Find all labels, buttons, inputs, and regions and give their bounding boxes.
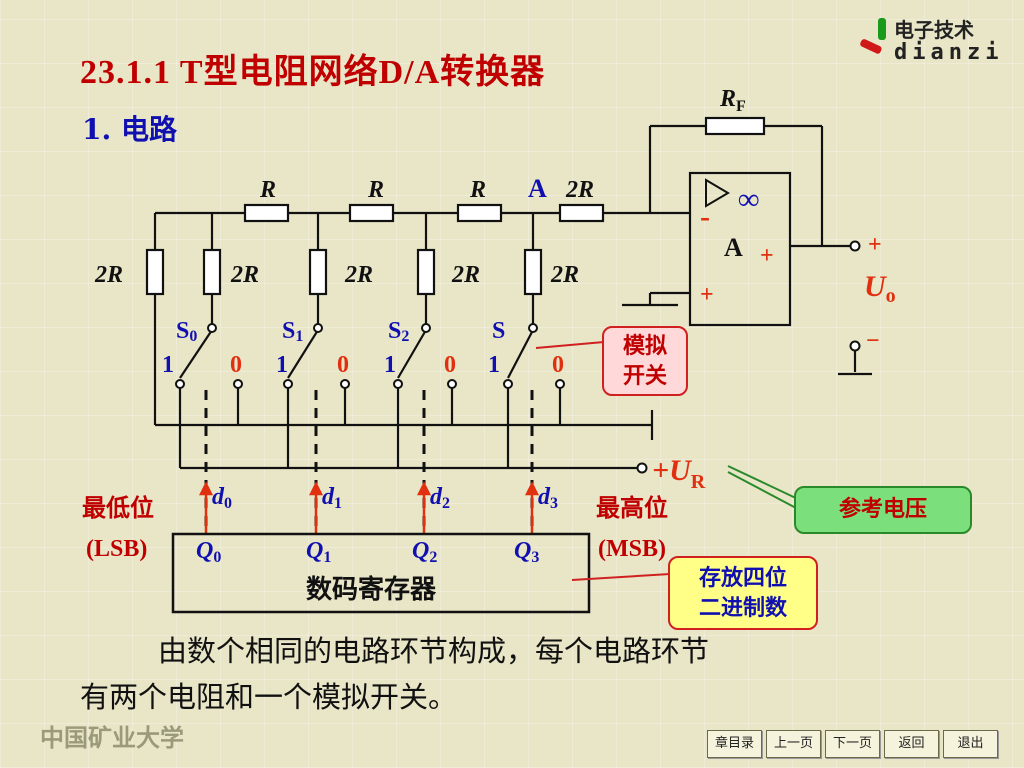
msb-cn: 最高位 [596, 494, 668, 522]
opamp-plus-in: + [700, 282, 714, 308]
uo-label: Uo [864, 270, 896, 307]
d-label-2: d2 [430, 484, 450, 512]
switch-2-zero: 0 [444, 352, 456, 378]
register-label: 数码寄存器 [306, 574, 437, 605]
switch-1-one: 1 [276, 352, 288, 378]
d-arrows [198, 481, 540, 534]
2r-label-end: 2R [94, 262, 123, 288]
register-box [171, 532, 591, 614]
switch-0-zero: 0 [230, 352, 242, 378]
lsb-cn: 最低位 [82, 494, 154, 522]
resistor-r3 [456, 203, 503, 223]
resistor-2r-3 [523, 248, 543, 296]
infinity-symbol: ∞ [738, 183, 759, 216]
switch-2-one: 1 [384, 352, 396, 378]
opamp-label: A [724, 233, 743, 262]
node-a-label: A [528, 174, 547, 203]
resistor-2r-1 [308, 248, 328, 296]
pen-logo-icon [860, 18, 886, 54]
q-label-1: Q1 [306, 538, 331, 566]
callout-switch-line2: 开关 [622, 364, 667, 389]
callout-leaders [535, 341, 801, 581]
logo-cn: 电子技术 [894, 18, 974, 42]
switch-3-zero: 0 [552, 352, 564, 378]
d-label-0: d0 [212, 484, 232, 512]
resistor-2r-end [145, 248, 165, 296]
switch-label-1: S1 [282, 318, 303, 345]
circuit-wires [153, 124, 872, 470]
msb-en: (MSB) [598, 536, 666, 562]
nav-prev-button[interactable]: 上一页 [766, 730, 821, 758]
resistor-2r-0 [202, 248, 222, 296]
callout-reg-line1: 存放四位 [698, 566, 787, 591]
opamp-plus-out: + [760, 243, 774, 269]
body-line-2: 有两个电阻和一个模拟开关。 [80, 680, 458, 714]
switch-3-one: 1 [488, 352, 500, 378]
2r-label-2: 2R [451, 262, 480, 288]
switch-label-0: S0 [176, 318, 197, 345]
q-label-3: Q3 [514, 538, 539, 566]
r-label-3: R [469, 177, 486, 203]
opamp-triangle-icon [705, 178, 730, 208]
opamp-minus: - [700, 200, 710, 233]
q-label-2: Q2 [412, 538, 437, 566]
switch-labels: S0 S1 S2 S 1 0 1 0 1 0 1 0 [162, 318, 564, 378]
resistor-2r-last [558, 203, 605, 223]
ur-label: +UR [652, 454, 706, 493]
nav-exit-button[interactable]: 退出 [943, 730, 998, 758]
rf-label: RF [719, 86, 746, 115]
resistor-2r-2 [416, 248, 436, 296]
callout-switch-line1: 模拟 [622, 334, 667, 359]
q-label-0: Q0 [196, 538, 221, 566]
nav-back-button[interactable]: 返回 [884, 730, 939, 758]
callout-reg-line2: 二进制数 [698, 596, 787, 621]
resistors [145, 116, 766, 296]
switch-1-zero: 0 [337, 352, 349, 378]
slide-subtitle: 1. 电路 [82, 113, 177, 146]
r-label-2: R [367, 177, 384, 203]
resistor-r1 [243, 203, 290, 223]
nav-chapter-button[interactable]: 章目录 [707, 730, 762, 758]
terminals [175, 240, 861, 474]
slide-title: 23.1.1 T型电阻网络D/A转换器 [80, 54, 546, 91]
out-plus: + [868, 232, 882, 258]
output-labels: + Uo − +UR [652, 232, 896, 493]
d-labels: d0 d1 d2 d3 Q0 Q1 Q2 Q3 [196, 484, 558, 566]
d-label-3: d3 [538, 484, 558, 512]
dianzi-logo: 电子技术 dianzi [850, 14, 1010, 70]
nav-bar: 章目录 上一页 下一页 返回 退出 [707, 730, 998, 758]
resistor-r2 [348, 203, 395, 223]
body-line-1: 由数个相同的电路环节构成，每个电路环节 [158, 634, 710, 668]
lsb-en: (LSB) [86, 536, 147, 562]
callout-analog-switch: 模拟 开关 [602, 326, 688, 396]
control-dashes [204, 390, 534, 530]
d-label-1: d1 [322, 484, 342, 512]
2r-label-last: 2R [565, 177, 594, 203]
body-text: 由数个相同的电路环节构成，每个电路环节 有两个电阻和一个模拟开关。 [80, 628, 940, 720]
switch-label-2: S2 [388, 318, 409, 345]
nav-next-button[interactable]: 下一页 [825, 730, 880, 758]
opamp-labels: ∞ - A + + [700, 183, 774, 308]
r-label-1: R [259, 177, 276, 203]
out-minus: − [866, 328, 880, 354]
2r-label-3: 2R [550, 262, 579, 288]
resistor-rf [704, 116, 766, 136]
callout-register: 存放四位 二进制数 [668, 556, 818, 630]
2r-label-1: 2R [344, 262, 373, 288]
2r-label-0: 2R [230, 262, 259, 288]
switch-label-3: S [492, 318, 505, 344]
switch-0-one: 1 [162, 352, 174, 378]
lsb-msb-labels: 最低位 (LSB) 最高位 (MSB) [82, 494, 668, 562]
university-logo: 中国矿业大学 [40, 723, 184, 752]
logo-en: dianzi [894, 40, 1004, 65]
resistor-labels: RF R R R 2R 2R 2R 2R 2R 2R [94, 86, 746, 288]
callout-reference-voltage: 参考电压 [794, 486, 972, 534]
